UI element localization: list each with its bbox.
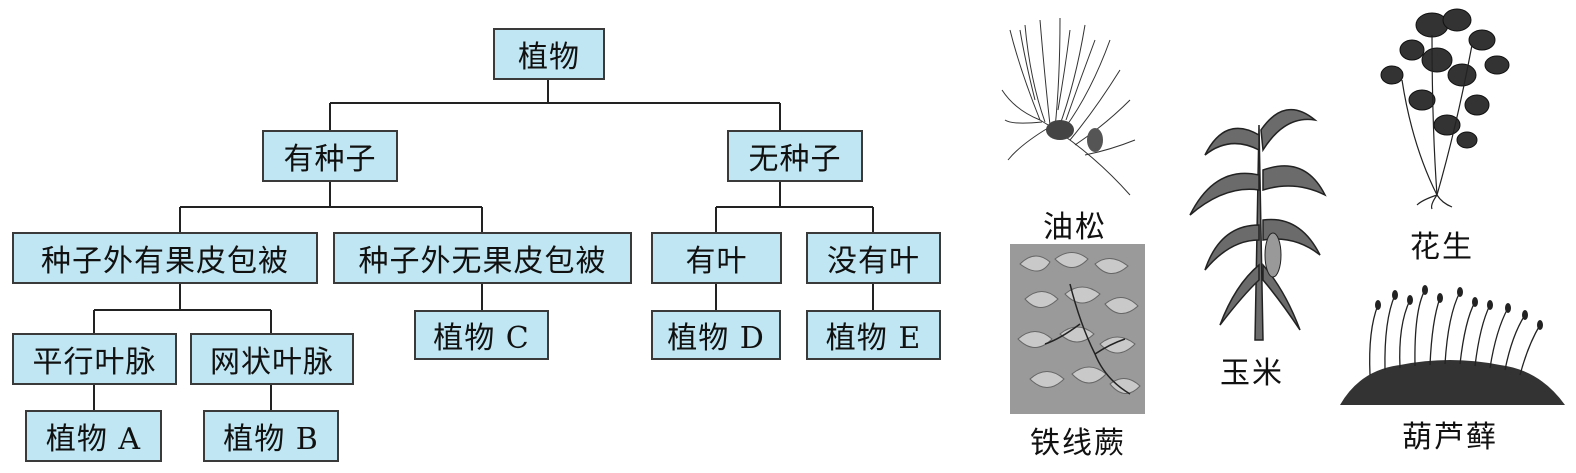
moss-icon: [1340, 280, 1565, 408]
node-has-seed: 有种子: [262, 130, 398, 182]
node-plant-b: 植物 B: [203, 410, 339, 462]
caption-fern: 铁线蕨: [1018, 418, 1138, 462]
caption-peanut: 花生: [1402, 222, 1482, 266]
fern-icon: [1010, 244, 1145, 414]
peanut-icon: [1372, 5, 1517, 210]
node-fruit-covered: 种子外有果皮包被: [12, 232, 318, 284]
caption-pine: 油松: [1035, 202, 1115, 246]
node-has-leaf: 有叶: [651, 232, 782, 284]
node-fruit-uncovered: 种子外无果皮包被: [333, 232, 632, 284]
node-plant-d: 植物 D: [651, 310, 781, 360]
node-no-seed: 无种子: [727, 130, 863, 182]
node-no-leaf: 没有叶: [806, 232, 941, 284]
caption-corn: 玉米: [1212, 348, 1292, 392]
node-plant-a: 植物 A: [25, 410, 162, 462]
node-plant: 植物: [493, 28, 605, 80]
corn-icon: [1185, 95, 1330, 345]
caption-moss: 葫芦藓: [1385, 412, 1515, 456]
node-plant-c: 植物 C: [414, 310, 549, 360]
pine-icon: [1000, 10, 1140, 200]
node-parallel-vein: 平行叶脉: [12, 333, 177, 385]
node-net-vein: 网状叶脉: [190, 333, 354, 385]
node-plant-e: 植物 E: [806, 310, 941, 360]
